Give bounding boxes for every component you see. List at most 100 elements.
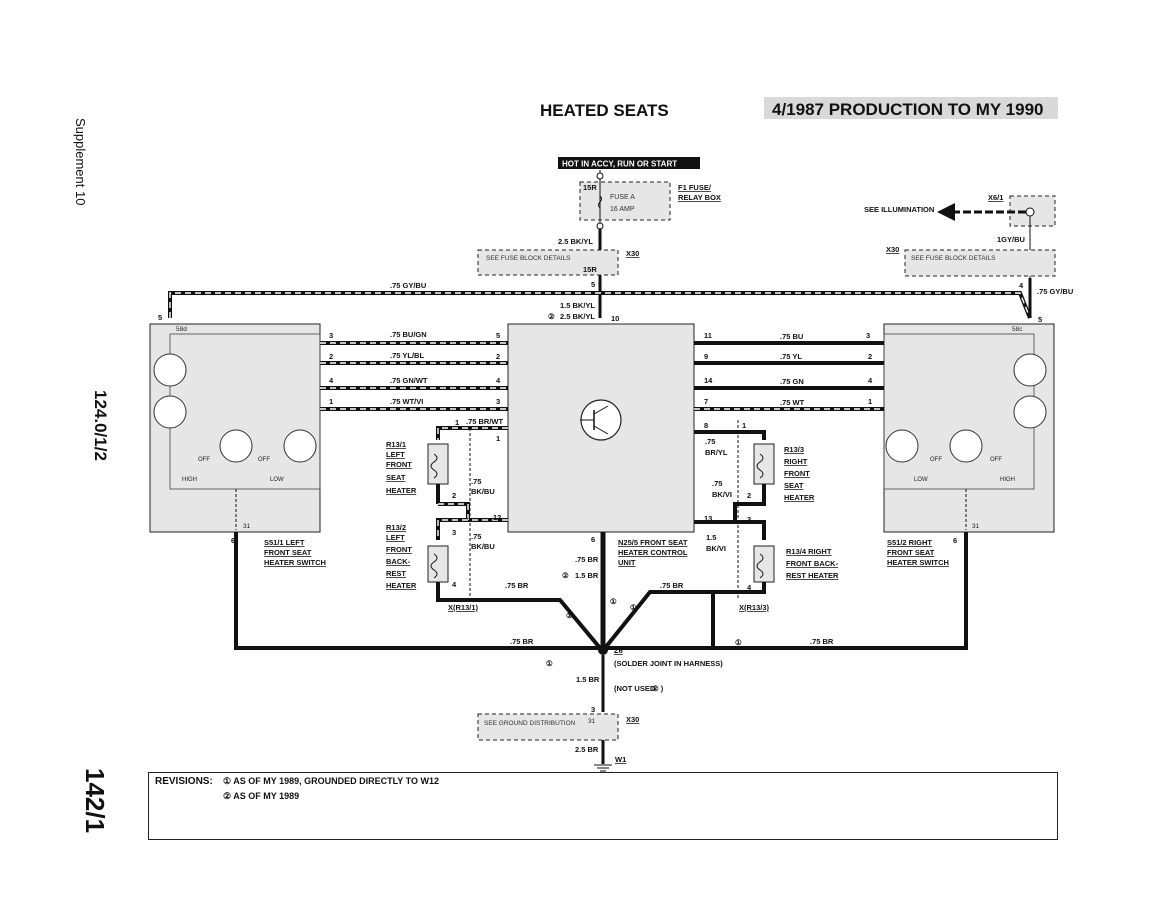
r13-2-line-3: FRONT: [386, 545, 412, 554]
svg-text:1: 1: [455, 418, 459, 427]
left-indicator-lamp-icon: [283, 429, 317, 463]
fuse-block-left: [477, 249, 619, 276]
wire-yl-bl: .75 YL/BL: [390, 351, 424, 360]
wire-br-c1: .75 BR: [575, 555, 599, 564]
splice-description: (SOLDER JOINT IN HARNESS): [614, 659, 723, 668]
left-indicator-lamp-icon: [219, 429, 253, 463]
svg-text:3: 3: [329, 331, 333, 340]
svg-text:5: 5: [158, 313, 162, 322]
ground-distribution-box: [477, 713, 619, 741]
power-source-banner: [558, 157, 700, 169]
r13-3-line-2: RIGHT: [784, 457, 808, 466]
svg-text:4: 4: [329, 376, 334, 385]
heater-coil-icon: [430, 453, 438, 479]
control-unit-name-1: N25/5 FRONT SEAT: [618, 538, 688, 547]
r13-3-line-1: R13/3: [784, 445, 804, 454]
wire-br-wt: .75 BR/WT: [466, 417, 504, 426]
ground-point: W1: [615, 755, 626, 764]
r13-4-line-2: FRONT BACK-: [786, 559, 839, 568]
left-indicator-lamp-icon: [153, 395, 187, 429]
heater-coil-icon: [756, 553, 764, 579]
right-indicator-lamp-icon: [885, 429, 919, 463]
svg-text:5: 5: [1038, 315, 1042, 324]
control-unit-name-3: UNIT: [618, 558, 636, 567]
left-seat-heater-element: [427, 443, 449, 485]
fuse-rating: 16 AMP: [610, 206, 635, 213]
svg-text:1: 1: [329, 397, 333, 406]
wire-br-right-low: .75 BR: [810, 637, 834, 646]
svg-text:①: ①: [630, 603, 637, 612]
fuse-block-left-pin: 15R: [583, 265, 597, 274]
wire-bu-gn: .75 BU/GN: [390, 330, 427, 339]
r13-2-line-4: BACK-: [386, 557, 411, 566]
r13-2-line-1: R13/2: [386, 523, 406, 532]
fuse-block-right: [904, 249, 1056, 277]
svg-text:10: 10: [611, 314, 619, 323]
wire-wt-vi: .75 WT/VI: [390, 397, 423, 406]
fuse-location-2: RELAY BOX: [678, 193, 721, 202]
svg-text:1: 1: [868, 397, 872, 406]
svg-text:.75 GY/BU: .75 GY/BU: [1037, 287, 1073, 296]
svg-text:6: 6: [953, 536, 957, 545]
illumination-text: SEE ILLUMINATION: [864, 205, 934, 214]
left-switch-low: LOW: [270, 477, 284, 483]
r13-1-line-2: LEFT: [386, 450, 405, 459]
svg-text:② ): ② ): [652, 684, 664, 693]
svg-text:4: 4: [747, 583, 752, 592]
r13-1-line-3: FRONT: [386, 460, 412, 469]
production-badge: [764, 97, 1058, 119]
fuse-name: FUSE A: [610, 194, 635, 201]
not-used-label: (NOT USED: [614, 684, 656, 693]
illumination-connector: X6/1: [988, 193, 1003, 202]
right-switch-name-2: FRONT SEAT: [887, 548, 935, 557]
svg-text:2: 2: [452, 491, 456, 500]
wire-bk-bu-2b: BK/BU: [471, 542, 495, 551]
fuse-pin: 15R: [583, 183, 597, 192]
right-indicator-lamp-icon: [1013, 353, 1047, 387]
power-source-label: HOT IN ACCY, RUN OR START: [562, 160, 677, 169]
svg-text:3: 3: [452, 528, 456, 537]
fuse-block-left-text: SEE FUSE BLOCK DETAILS: [486, 255, 571, 262]
left-backrest-heater-element: [427, 545, 449, 583]
svg-text:14: 14: [704, 376, 713, 385]
svg-text:①: ①: [566, 611, 573, 620]
left-switch-name-2: FRONT SEAT: [264, 548, 312, 557]
svg-text:12: 12: [493, 513, 501, 522]
svg-text:11: 11: [704, 331, 712, 340]
svg-text:4: 4: [868, 376, 873, 385]
svg-text:3: 3: [496, 397, 500, 406]
svg-text:2: 2: [747, 491, 751, 500]
revision-1: ① AS OF MY 1989, GROUNDED DIRECTLY TO W1…: [223, 776, 439, 786]
svg-text:31: 31: [588, 718, 596, 725]
wire-gn-wt: .75 GN/WT: [390, 376, 428, 385]
left-switch-terminal-58d: 58d: [176, 326, 187, 333]
wire-bk-vi-15b: BK/VI: [706, 544, 726, 553]
fuse-block-left-connector: X30: [626, 249, 639, 258]
r13-1-line-4: SEAT: [386, 473, 406, 482]
right-switch-low: LOW: [914, 477, 928, 483]
svg-text:3: 3: [591, 705, 595, 714]
right-backrest-heater-element: [753, 545, 775, 583]
svg-text:②: ②: [548, 312, 555, 321]
r13-4-line-1: R13/4 RIGHT: [786, 547, 832, 556]
left-switch-off-1: OFF: [198, 457, 210, 463]
revisions-box: REVISIONS: ① AS OF MY 1989, GROUNDED DIR…: [148, 772, 1058, 840]
wire-br-c2: 1.5 BR: [575, 571, 599, 580]
diagram-title: HEATED SEATS: [540, 101, 669, 120]
fuse-block-right-text: SEE FUSE BLOCK DETAILS: [911, 255, 996, 262]
r13-1-line-1: R13/1: [386, 440, 406, 449]
svg-text:①: ①: [735, 638, 742, 647]
svg-text:8: 8: [704, 421, 708, 430]
left-indicator-lamp-icon: [153, 353, 187, 387]
svg-text:4: 4: [1019, 281, 1024, 290]
wire-bk-yl-25: 2.5 BK/YL: [558, 237, 593, 246]
heater-coil-icon: [756, 453, 764, 479]
illumination-wire: 1GY/BU: [997, 235, 1025, 244]
svg-text:13: 13: [704, 514, 712, 523]
wire-bk-vi-b: BK/VI: [712, 490, 732, 499]
revision-2-text: AS OF MY 1989: [233, 791, 300, 801]
splice-name: Z6: [614, 646, 623, 655]
left-switch-high: HIGH: [182, 477, 197, 483]
ground-connector: X30: [626, 715, 639, 724]
wire-br-left: .75 BR: [505, 581, 529, 590]
